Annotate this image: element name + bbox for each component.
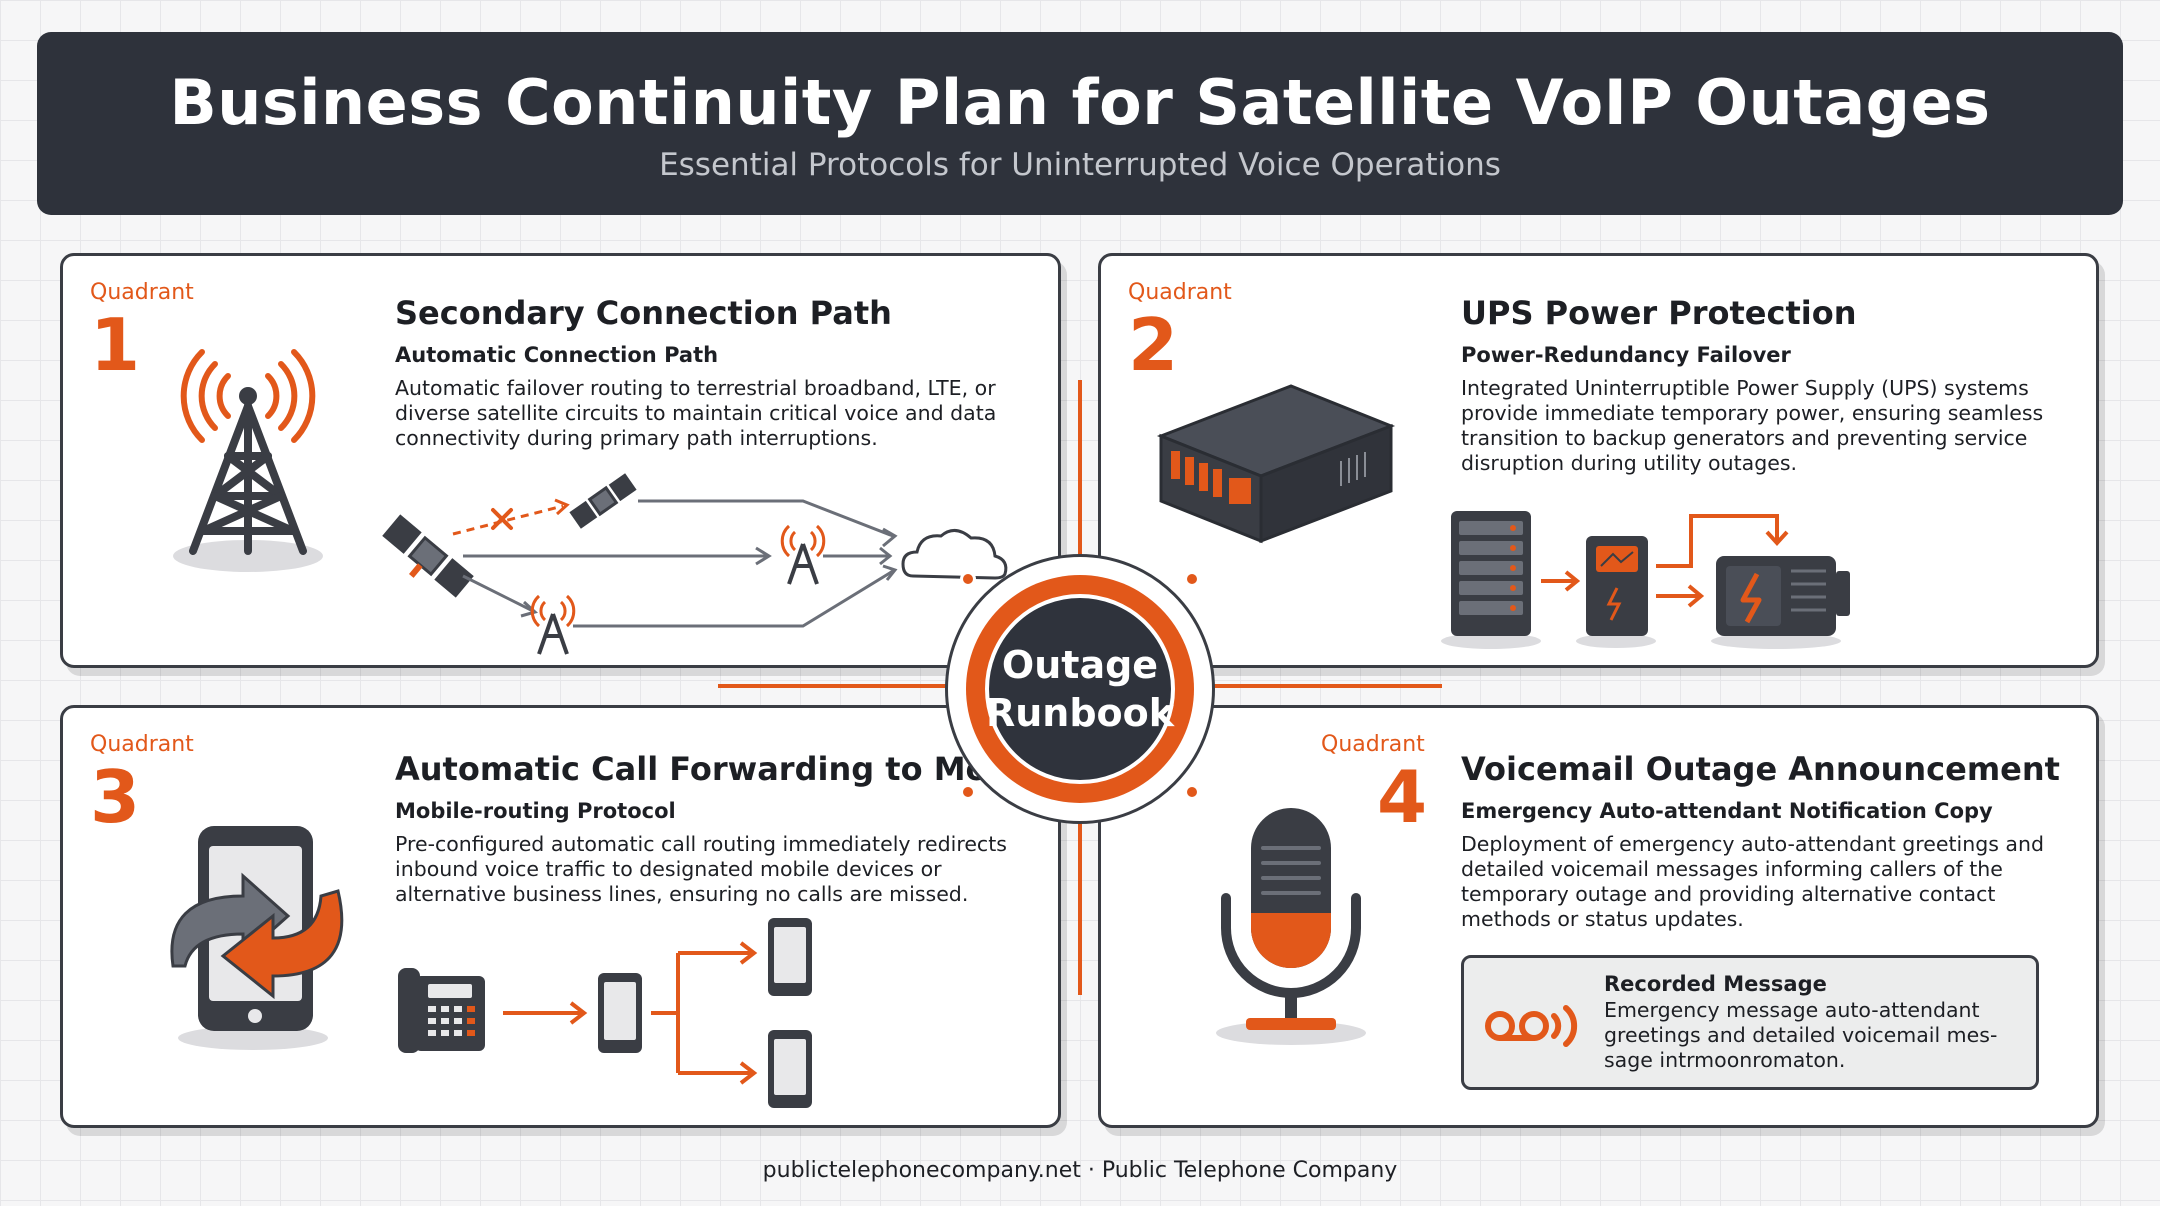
mobile-phone-icon [768,1030,812,1108]
recorded-message-title: Recorded Message [1604,972,1827,996]
quadrant-2-panel: Quadrant 2 UPS Power Protection Power-Re… [1098,253,2099,668]
mobile-forward-icon [170,826,344,1050]
satellite-icon [569,473,637,529]
hub-node-dot [960,784,976,800]
satellite-icon [382,514,474,598]
quadrant-title: UPS Power Protection [1461,294,1857,332]
failure-x-icon [491,508,513,530]
hub-label-line2: Runbook [985,691,1175,735]
quadrant-label: Quadrant [1128,280,1232,305]
hub-node-dot [1184,571,1200,587]
cell-tower-icon [530,594,576,655]
connector-bottom [1078,800,1082,995]
call-forwarding-diagram [398,918,812,1108]
failover-route-diagram [382,473,1008,655]
quadrant-description: Automatic failover routing to terrestria… [395,376,997,450]
server-icon [1451,511,1531,636]
quadrant-1-panel: Quadrant 1 Secondary Connection Path Aut… [60,253,1061,668]
footer-credit: publictelephonecompany.net · Public Tele… [762,1158,1398,1183]
cell-tower-icon [780,524,826,585]
ups-rack-unit-icon [1156,384,1396,544]
quadrant-4-panel: Quadrant 4 Voicemail Outage Announcement… [1098,705,2099,1128]
recorded-message-text: Emergency message auto-attendant greetin… [1604,998,1998,1072]
quadrant-number: 4 [1377,755,1428,839]
hub-node-dot [960,571,976,587]
quadrant-subtitle: Automatic Connection Path [395,343,719,367]
quadrant-description: Integrated Uninterruptible Power Supply … [1461,376,2044,475]
cloud-icon [901,529,1008,580]
quadrant-description: Pre-configured automatic call routing im… [395,832,1007,906]
hub-label-line1: Outage [1001,643,1159,687]
header-banner: Business Continuity Plan for Satellite V… [37,32,2123,215]
quadrant-subtitle: Power-Redundancy Failover [1461,343,1791,367]
cell-tower-icon [173,349,323,572]
connector-top [1078,380,1082,580]
generator-icon [1716,556,1850,636]
quadrant-label: Quadrant [1321,732,1425,757]
connector-right [1207,684,1442,688]
quadrant-title: Secondary Connection Path [395,294,892,332]
page-title: Business Continuity Plan for Satellite V… [169,66,1991,139]
power-failover-diagram [1441,511,1850,649]
quadrant-3-panel: Quadrant 3 Automatic Call Forwarding to … [60,705,1061,1128]
quadrant-label: Quadrant [90,732,194,757]
mobile-phone-icon [598,973,642,1053]
quadrant-label: Quadrant [90,280,194,305]
recorded-message-box: Recorded Message Emergency message auto-… [1461,955,2039,1090]
quadrant-subtitle: Mobile-routing Protocol [395,799,676,823]
page-subtitle: Essential Protocols for Uninterrupted Vo… [659,147,1501,183]
quadrant-number: 1 [90,303,141,387]
quadrant-number: 3 [90,755,141,839]
connector-left [718,684,953,688]
quadrant-description: Deployment of emergency auto-attendant g… [1461,832,2044,931]
microphone-icon [1216,808,1366,1045]
desk-phone-icon [398,968,485,1053]
quadrant-title: Automatic Call Forwarding to Mobile [395,750,1055,788]
quadrant-title: Voicemail Outage Announcement [1461,750,2060,788]
ups-icon [1586,536,1648,636]
mobile-phone-icon [768,918,812,996]
hub-node-dot [1184,784,1200,800]
voicemail-icon [1485,1005,1578,1047]
quadrant-number: 2 [1128,303,1179,387]
quadrant-subtitle: Emergency Auto-attendant Notification Co… [1461,799,1993,823]
